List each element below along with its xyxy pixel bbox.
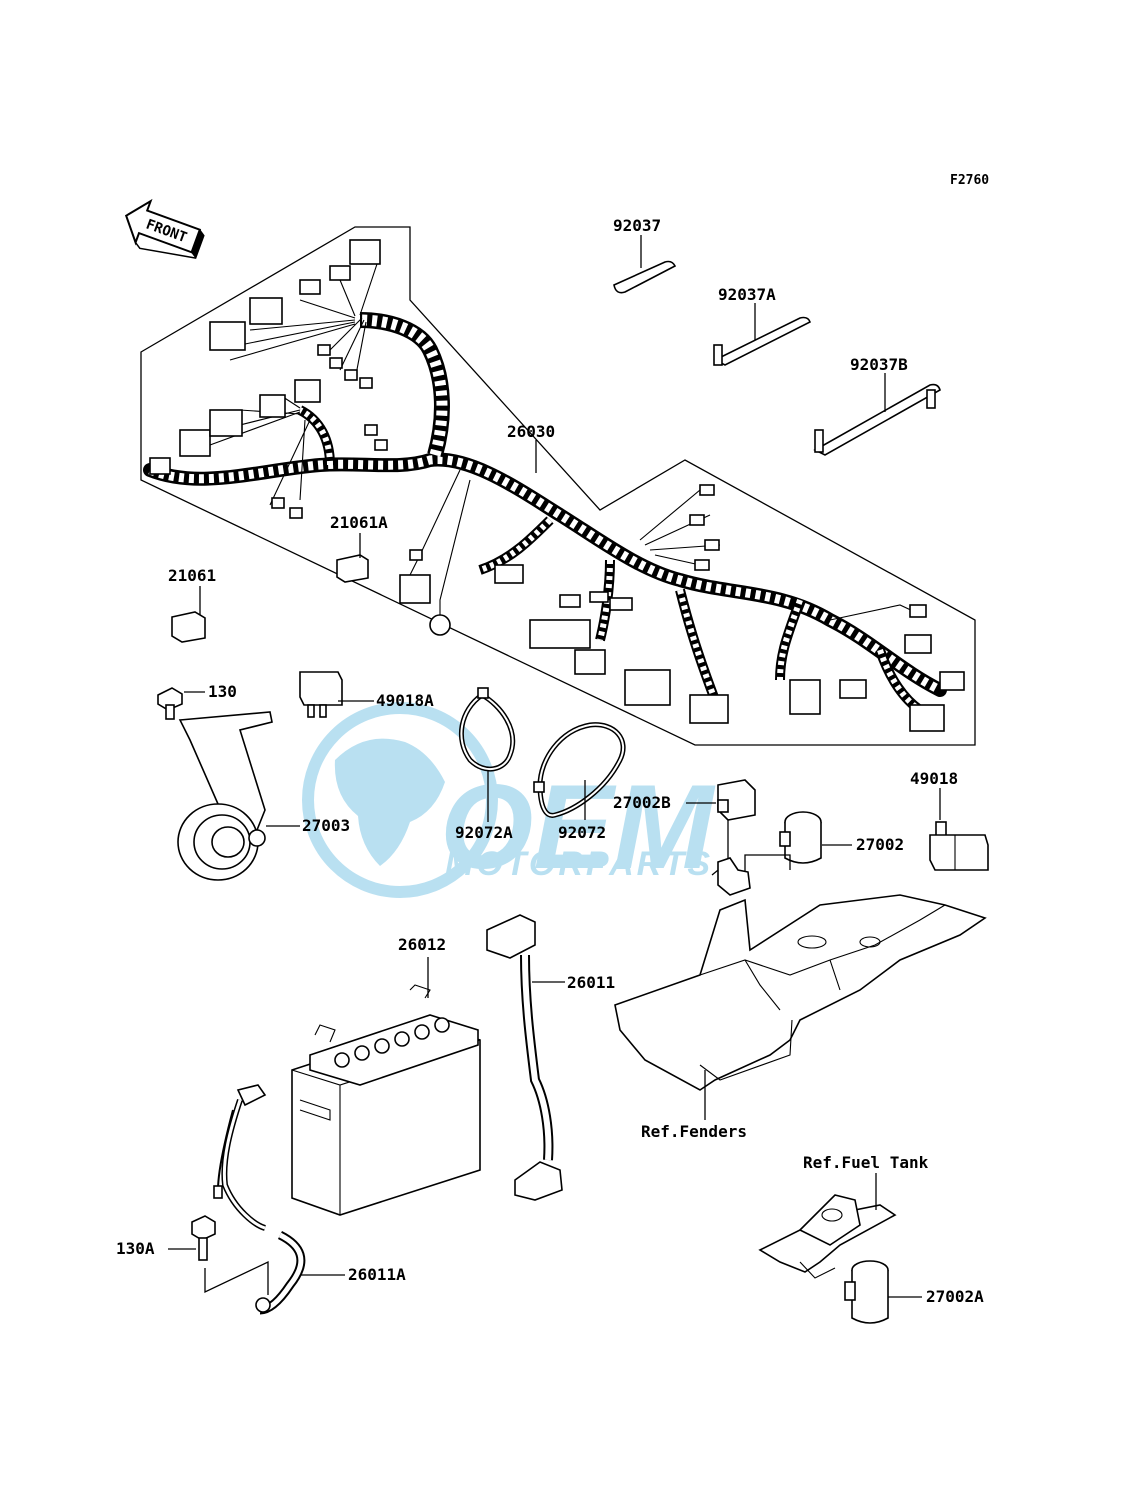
front-arrow-icon: FRONT xyxy=(124,198,205,260)
wiring-harness-26030 xyxy=(143,239,965,732)
watermark-brand: OEM xyxy=(440,760,716,894)
band-92037B xyxy=(813,383,941,456)
label-92037: 92037 xyxy=(613,216,661,235)
band-92072A xyxy=(458,687,516,772)
label-92072A: 92072A xyxy=(455,823,513,842)
band-92037 xyxy=(613,260,677,294)
clip-21061A xyxy=(336,554,369,583)
cable-26011A xyxy=(213,1084,306,1315)
label-92072: 92072 xyxy=(558,823,606,842)
label-26011: 26011 xyxy=(567,973,615,992)
relay-27002A xyxy=(844,1260,889,1324)
cable-26011 xyxy=(486,914,563,1201)
watermark: OEM MOTORPARTS xyxy=(302,702,716,898)
label-26011A: 26011A xyxy=(348,1265,406,1284)
label-27002: 27002 xyxy=(856,835,904,854)
watermark-subtitle: MOTORPARTS xyxy=(445,845,713,883)
fender-bracket xyxy=(614,857,987,1091)
relay-27002 xyxy=(779,811,822,864)
label-26030: 26030 xyxy=(507,422,555,441)
band-92037A xyxy=(713,316,811,366)
switch-49018 xyxy=(929,821,989,871)
label-ref-fuel-tank: Ref.Fuel Tank xyxy=(803,1153,929,1172)
battery-26012 xyxy=(291,984,481,1216)
label-21061: 21061 xyxy=(168,566,216,585)
label-27002B: 27002B xyxy=(613,793,671,812)
bolt-130A xyxy=(191,1215,216,1261)
label-27002A: 27002A xyxy=(926,1287,984,1306)
bolt-130 xyxy=(157,687,183,720)
label-26012: 26012 xyxy=(398,935,446,954)
band-92072 xyxy=(533,722,626,818)
switch-49018A xyxy=(299,671,343,718)
label-27003: 27003 xyxy=(302,816,350,835)
figure-code: F2760 xyxy=(950,173,989,188)
label-130A: 130A xyxy=(116,1239,155,1258)
clip-21061 xyxy=(171,611,206,643)
relay-27002B xyxy=(717,779,756,821)
label-130: 130 xyxy=(208,682,237,701)
horn-27003 xyxy=(177,711,273,881)
label-92037B: 92037B xyxy=(850,355,908,374)
label-49018A: 49018A xyxy=(376,691,434,710)
label-92037A: 92037A xyxy=(718,285,776,304)
harness-kit-outline xyxy=(140,226,976,746)
fuel-tank-bracket xyxy=(758,1194,897,1279)
label-ref-fenders: Ref.Fenders xyxy=(641,1122,747,1141)
label-49018: 49018 xyxy=(910,769,958,788)
label-21061A: 21061A xyxy=(330,513,388,532)
